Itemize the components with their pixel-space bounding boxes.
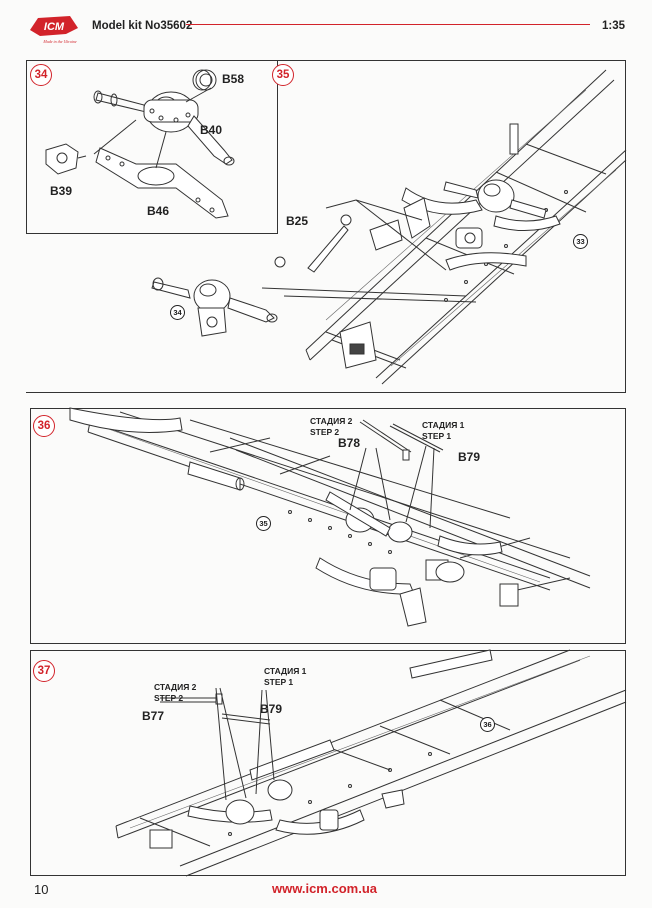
svg-text:ICM: ICM — [44, 21, 65, 33]
stage-1-en: STEP 1 — [264, 677, 294, 687]
stage-1-ru: СТАДИЯ 1 — [264, 666, 307, 676]
part-label-b40: B40 — [200, 123, 223, 137]
ref-step-35: 35 — [256, 516, 271, 531]
page-number: 10 — [34, 882, 49, 897]
step-37-panel — [30, 650, 626, 876]
rear-frame-strut-illustration — [69, 407, 591, 627]
icm-logo: ICM Made in the Ukraine — [26, 12, 82, 46]
step-36-panel — [30, 408, 626, 644]
stage-2-ru: СТАДИЯ 2 — [154, 682, 197, 692]
step-37-stage-1-label: СТАДИЯ 1 STEP 1 — [264, 666, 306, 688]
part-label-b77: B77 — [142, 709, 165, 723]
part-label-b79: B79 — [260, 702, 283, 716]
step-37-stage-2-label: СТАДИЯ 2 STEP 2 — [154, 682, 196, 704]
front-axle-installation-illustration — [151, 69, 627, 385]
step-36-badge: 36 — [33, 415, 55, 437]
scale-label: 1:35 — [602, 20, 626, 32]
front-frame-strut-illustration — [115, 649, 627, 877]
step-37-badge: 37 — [33, 660, 55, 682]
stage-1-ru: СТАДИЯ 1 — [422, 420, 465, 430]
part-label-b39: B39 — [50, 184, 73, 198]
part-label-b58: B58 — [222, 72, 245, 86]
ref-step-34: 34 — [170, 305, 185, 320]
step-35-panel-outer — [266, 60, 626, 234]
step-36-stage-2-label: СТАДИЯ 2 STEP 2 — [310, 416, 352, 438]
header-rule — [186, 24, 590, 25]
icm-logo-mark: ICM Made in the Ukraine — [30, 16, 78, 44]
step-36-stage-1-label: СТАДИЯ 1 STEP 1 — [422, 420, 464, 442]
kit-title: Model kit No35602 — [92, 20, 193, 32]
part-label-b78: B78 — [338, 436, 361, 450]
stage-2-en: STEP 2 — [310, 427, 340, 437]
stage-2-en: STEP 2 — [154, 693, 184, 703]
website-link[interactable]: www.icm.com.ua — [272, 881, 377, 896]
ref-step-33: 33 — [573, 234, 588, 249]
stage-1-en: STEP 1 — [422, 431, 452, 441]
svg-text:Made in the Ukraine: Made in the Ukraine — [42, 39, 76, 44]
part-label-b46: B46 — [147, 204, 170, 218]
step-34-panel — [26, 60, 278, 234]
step-35-badge: 35 — [272, 64, 294, 86]
stage-2-ru: СТАДИЯ 2 — [310, 416, 353, 426]
ref-step-36: 36 — [480, 717, 495, 732]
part-label-b79: B79 — [458, 450, 481, 464]
part-label-b25: B25 — [286, 214, 309, 228]
step-34-badge: 34 — [30, 64, 52, 86]
rear-axle-exploded-illustration — [45, 69, 235, 219]
